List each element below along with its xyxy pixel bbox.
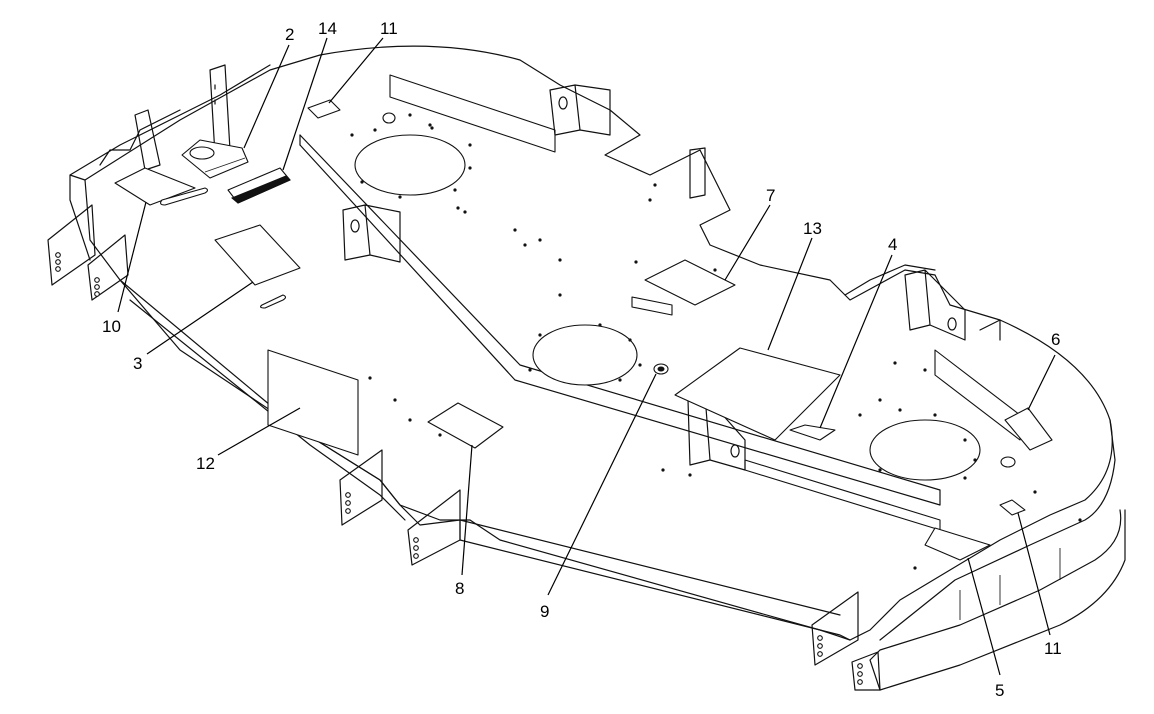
decal-10 (114, 167, 196, 206)
bracket-right-upright (689, 147, 706, 199)
leader-11a (328, 37, 384, 104)
hoc-plate-left-rear (47, 204, 96, 286)
callout-labels: 2 14 11 10 3 7 13 4 6 12 8 9 5 11 (102, 19, 1062, 700)
deck-rear-frame-right (844, 264, 1001, 341)
decal-4 (789, 424, 836, 441)
baffle-right (934, 349, 1021, 441)
blade-openings (354, 134, 981, 481)
leader-9 (547, 373, 657, 596)
callout-5: 5 (995, 681, 1004, 700)
hole-rear-left (382, 112, 396, 124)
bracket-rear-left-1 (209, 64, 231, 156)
leader-4 (819, 254, 893, 429)
callout-6: 6 (1051, 330, 1060, 349)
height-adjust-plates (47, 204, 881, 691)
bracket-rear-right (904, 269, 966, 341)
spindle-cap-right (1000, 456, 1016, 468)
deck-rear-frame-left (69, 64, 271, 261)
callout-4: 4 (888, 235, 897, 254)
leader-12 (217, 407, 301, 456)
decal-11-rear (307, 99, 341, 119)
blade-opening-left (354, 134, 466, 196)
decal-2 (181, 139, 249, 179)
leader-5 (967, 557, 1001, 676)
decal-6 (1004, 407, 1053, 451)
leader-10 (117, 201, 147, 313)
hoc-plate-front-b (407, 489, 461, 566)
hoc-plate-front-c (811, 591, 859, 666)
callout-leaders (117, 37, 1056, 676)
decal-11-front (999, 499, 1026, 516)
leader-11b (1017, 512, 1051, 636)
baffle-left-front (267, 349, 359, 456)
callout-8: 8 (455, 579, 464, 598)
callout-11-front: 11 (1044, 639, 1062, 658)
leader-3 (146, 281, 254, 355)
callout-7: 7 (766, 186, 775, 205)
baffle-rear (389, 74, 556, 153)
slot-left-rear (160, 187, 209, 206)
hoc-plate-front-a (339, 449, 383, 526)
leader-6 (1027, 354, 1056, 411)
leader-8 (461, 444, 473, 576)
leader-2 (243, 44, 290, 149)
bracket-rear-center (549, 84, 611, 136)
decals (114, 99, 1053, 561)
leader-14 (282, 37, 328, 171)
leader-7 (724, 204, 771, 281)
deck-top-outline (84, 45, 1113, 641)
blade-opening-center (532, 324, 638, 386)
bolt-holes (350, 113, 1082, 570)
callout-14: 14 (318, 19, 337, 38)
callout-13: 13 (803, 219, 822, 238)
decal-3 (214, 224, 301, 286)
callout-11-rear: 11 (380, 19, 398, 38)
callout-12: 12 (196, 454, 215, 473)
callout-3: 3 (133, 354, 142, 373)
callout-10: 10 (102, 317, 121, 336)
bracket-rear-left-2 (134, 109, 161, 171)
deck-inner-step (299, 134, 941, 506)
bracket-mid-left (342, 204, 401, 263)
decal-13 (674, 347, 841, 441)
decal-5 (924, 527, 991, 561)
baffles (267, 74, 1021, 531)
decal-8 (427, 402, 504, 449)
leader-13 (767, 237, 813, 351)
callout-2: 2 (285, 25, 294, 44)
deck-body (69, 45, 1126, 691)
decal-7 (644, 259, 736, 306)
blade-opening-right (869, 419, 981, 481)
hoc-plate-front-d (851, 651, 881, 691)
callout-9: 9 (540, 602, 549, 621)
